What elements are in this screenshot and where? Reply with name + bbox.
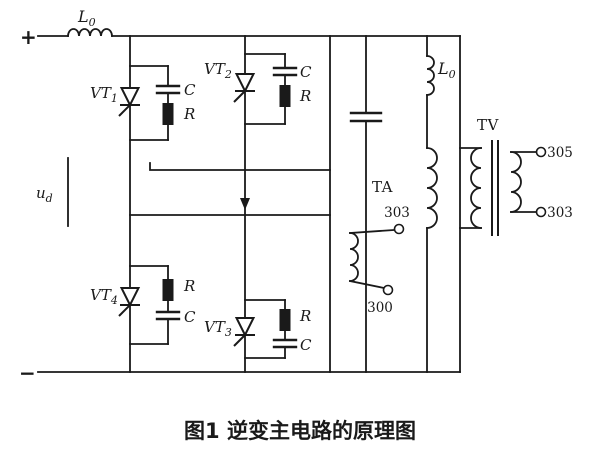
tv-terminal-303-label: 303 [547,205,573,221]
tv-primary-leads [459,147,482,229]
load-main-coil [426,147,438,229]
tank-capacitor [349,111,383,123]
vt1-thyristor [118,87,141,117]
junction-arrow [240,198,250,210]
vt2-thyristor [233,73,256,103]
vt4-snubber [155,265,181,345]
load-inductor-coil [426,55,435,96]
vt3-snubber-capacitor [272,338,298,349]
vt3-thyristor [233,317,256,347]
tv-primary-coil [470,147,482,229]
vt3-label: VT3 [204,318,232,339]
input-inductor-label: L0 [77,7,96,29]
vt4-capacitor-label: C [184,308,196,326]
vt2-snubber-resistor [279,85,291,107]
dc-bus-wires [37,35,461,373]
vt3-resistor-label: R [299,307,311,325]
tv-core [491,140,499,236]
ta-label: TA [372,178,393,196]
ta-leads [348,229,395,290]
figure-caption: 图1 逆变主电路的原理图 [184,419,416,443]
vt1-snubber [155,65,181,141]
vt2-snubber-capacitor [272,66,298,77]
tv-terminal-303-circle [535,206,547,218]
tv-secondary-leads [510,151,538,213]
tv-terminal-305-label: 305 [547,145,573,161]
bridge-output-wires [129,162,331,216]
vt4-snubber-capacitor [155,310,181,321]
vt4-label: VT4 [90,286,118,307]
vt2-label: VT2 [204,60,232,81]
snubber-tap-wires [129,53,286,359]
tv-terminal-305-circle [535,146,547,158]
vt1-snubber-capacitor [155,84,181,95]
ta-terminal-303-circle [393,223,405,235]
ta-terminal-300-circle [382,284,394,296]
vt4-thyristor [118,287,141,317]
vt4-snubber-resistor [162,279,174,301]
vt3-snubber [272,299,298,359]
vt1-label: VT1 [90,84,118,105]
vt3-snubber-resistor [279,309,291,331]
tv-label: TV [477,116,500,134]
ud-label: ud [36,184,53,205]
vt2-capacitor-label: C [300,63,312,81]
ta-terminal-300-label: 300 [367,300,393,316]
tank-rails [329,35,461,373]
ta-pickup-coil [349,232,359,282]
ta-terminal-303-label: 303 [384,205,410,221]
tv-voltage-transformer [459,140,547,236]
input-inductor-coil [67,28,113,37]
vt1-resistor-label: R [183,105,195,123]
plus-terminal-label: + [20,25,37,49]
minus-terminal-label: − [19,361,36,385]
ta-current-transformer [348,223,405,296]
vt2-snubber [272,53,298,125]
tv-secondary-coil [510,151,522,213]
vt4-resistor-label: R [183,277,195,295]
load-inductor-label: L0 [437,59,456,81]
vt1-snubber-resistor [162,103,174,125]
vt1-capacitor-label: C [184,81,196,99]
vt2-resistor-label: R [299,87,311,105]
vt3-capacitor-label: C [300,336,312,354]
